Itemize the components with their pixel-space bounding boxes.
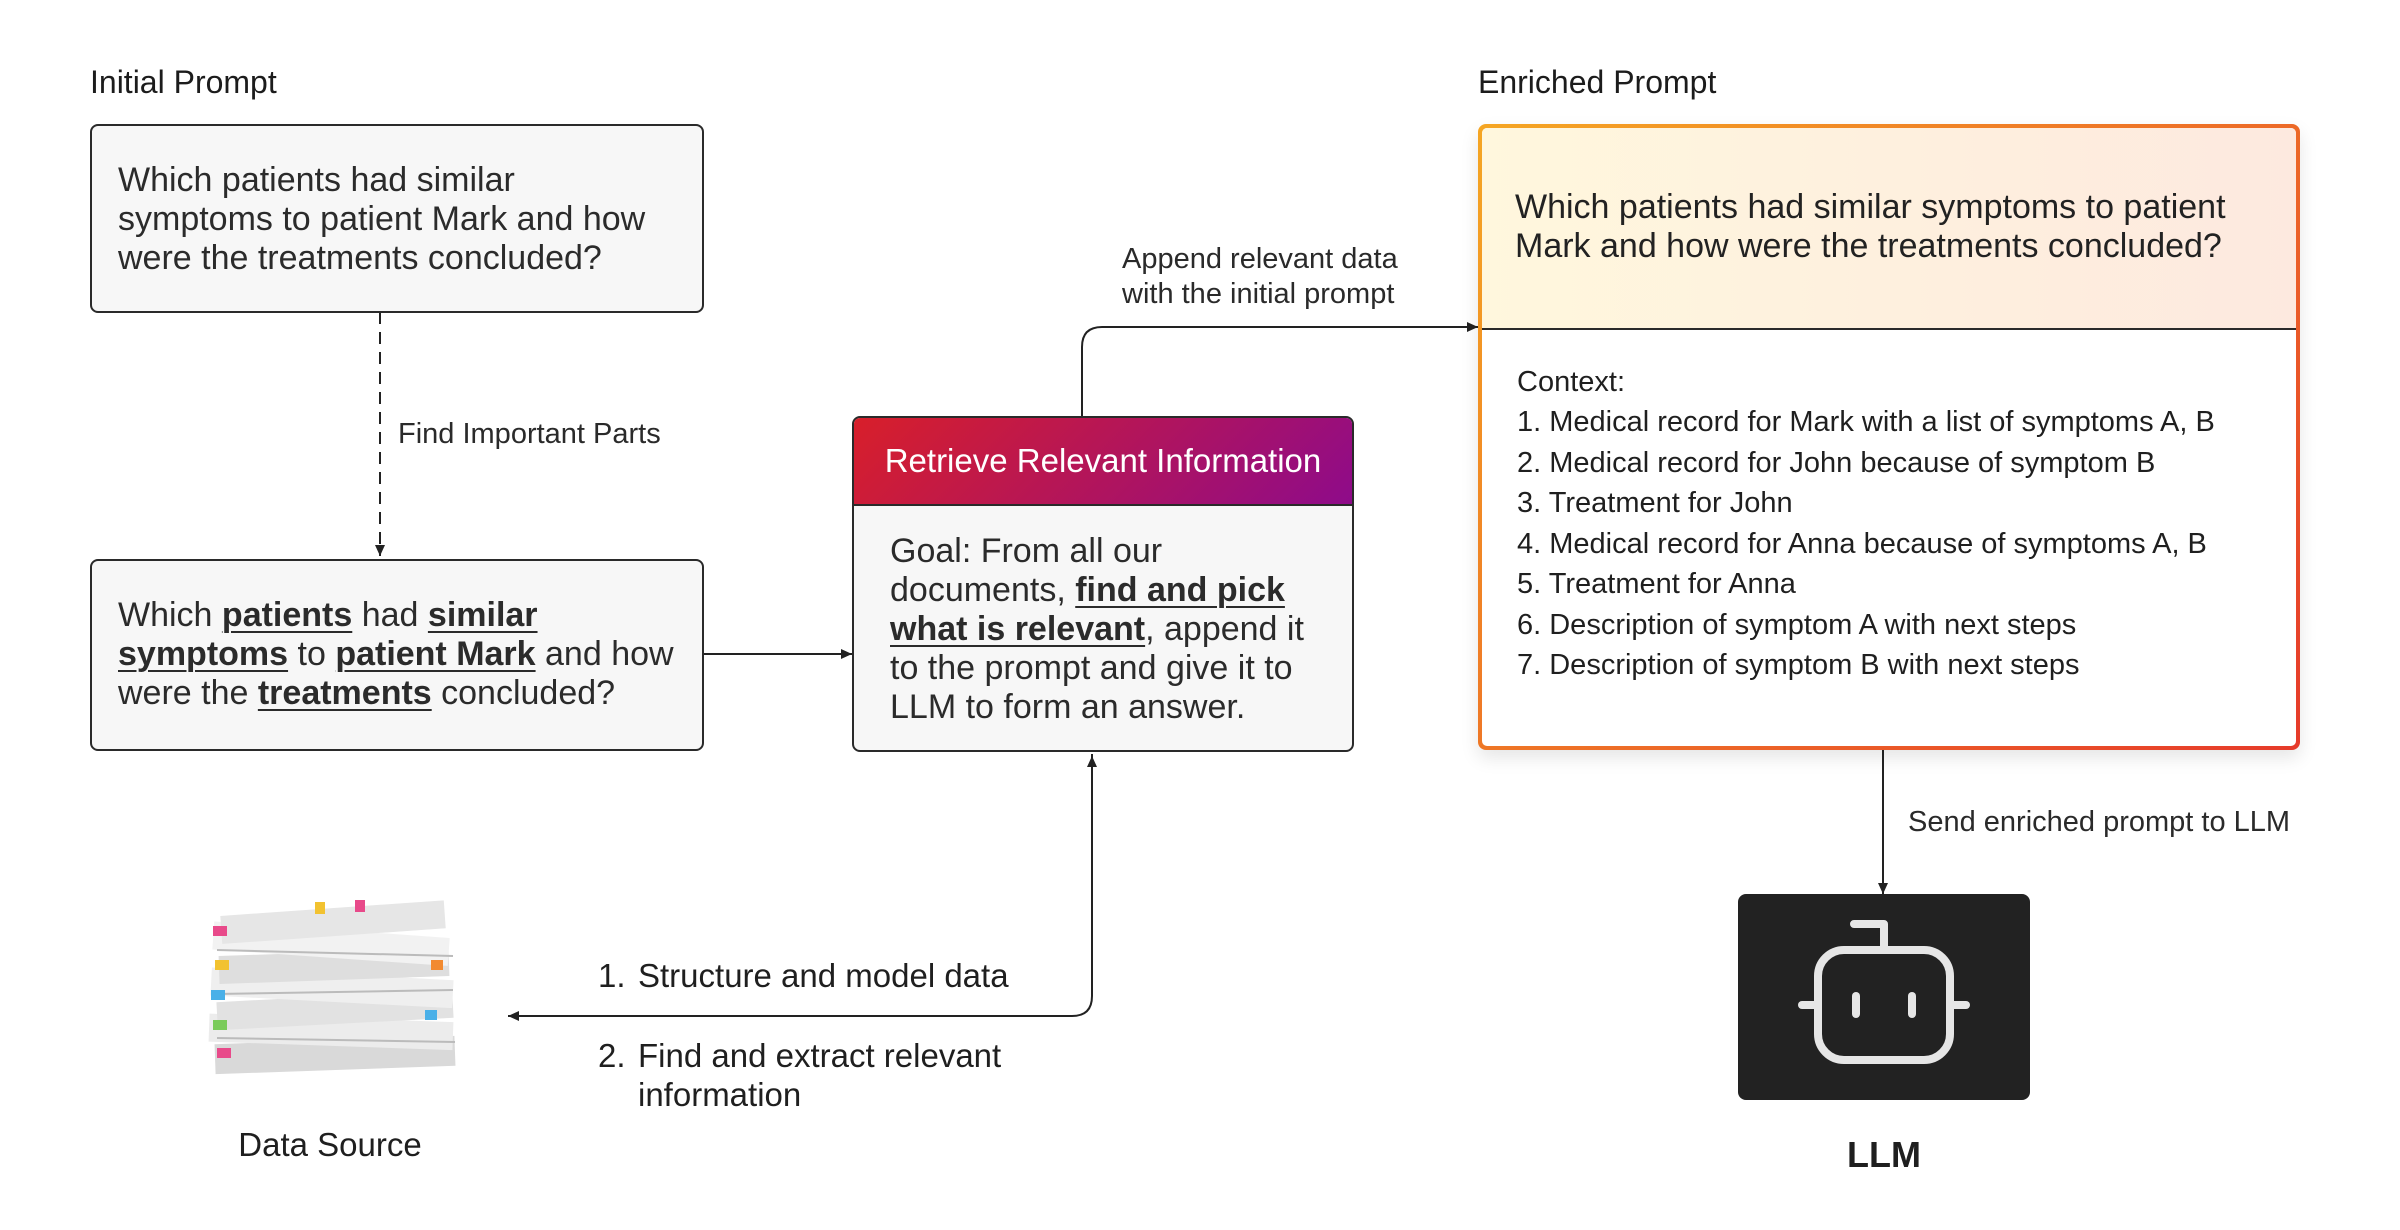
step-2: 2. Find and extract relevant information [598,1036,1068,1114]
highlighted-prompt-box: Which patients had similar symptoms to p… [90,559,704,751]
initial-prompt-box: Which patients had similar symptoms to p… [90,124,704,313]
context-item: 1. Medical record for Mark with a list o… [1517,406,2215,438]
enriched-question-area: Which patients had similar symptoms to p… [1482,128,2296,330]
highlighted-prompt-text: Which patients had similar symptoms to p… [118,596,688,713]
keyword-treatments: treatments [257,674,432,712]
hl-text-2: had [352,596,428,634]
retrieve-title: Retrieve Relevant Information [884,442,1322,479]
context-item: 2. Medical record for John because of sy… [1517,446,2156,479]
enriched-prompt-heading: Enriched Prompt [1478,64,1717,100]
append-label: Append relevant data with the initial pr… [1122,242,1398,312]
hl-text-3: to [288,635,336,673]
goal-keyword: find and pick what is relevant [890,571,1285,648]
retrieve-goal-text: Goal: From all our documents, find and p… [890,532,1330,727]
enriched-prompt-box: Which patients had similar symptoms to p… [1478,124,2300,750]
keyword-patient-mark: patient Mark [335,635,536,673]
step-1-text: Structure and model data [638,957,1009,994]
keyword-similar-symptoms: similar symptoms [118,596,538,673]
append-arrow [1081,322,1478,416]
goal-text-1: Goal: From all our documents, [890,532,1163,609]
send-to-llm-label: Send enriched prompt to LLM [1908,806,2291,838]
context-title: Context: [1517,366,1625,398]
keyword-patients: patients [221,596,353,634]
step-2-text: Find and extract relevant information [638,1037,1002,1113]
robot-icon [1798,920,1970,1064]
context-item: 6. Description of symptom A with next st… [1517,608,2077,641]
hl-text-5: concluded? [431,674,616,712]
append-label-line-2: with the initial prompt [1122,278,1395,310]
hl-text-4: and how were the [118,635,674,712]
data-source-label: Data Source [238,1126,422,1163]
find-parts-label: Find Important Parts [398,418,661,450]
document-stack-icon [208,900,456,1075]
data-source-arrow [508,754,1093,1021]
context-item: 5. Treatment for Anna [1517,568,1796,600]
retrieve-header: Retrieve Relevant Information [854,418,1352,506]
goal-text-2: , append it to the prompt and give it to… [890,610,1304,726]
llm-box [1738,894,2030,1100]
context-list: 1. Medical record for Mark with a list o… [1517,402,2277,686]
hl-text-1: Which [118,596,222,634]
context-item: 7. Description of symptom B with next st… [1517,649,2080,681]
step-1-number: 1. [598,957,626,994]
context-item: 3. Treatment for John [1517,487,1793,519]
initial-prompt-heading: Initial Prompt [90,64,277,100]
enriched-question-text: Which patients had similar symptoms to p… [1515,188,2226,265]
context-item: 4. Medical record for Anna because of sy… [1517,527,2207,560]
step-1: 1. Structure and model data [598,956,1009,995]
initial-prompt-text: Which patients had similar symptoms to p… [118,161,646,277]
step-2-number: 2. [598,1037,626,1074]
retrieve-box: Retrieve Relevant Information Goal: From… [852,416,1354,752]
append-label-line-1: Append relevant data [1122,243,1398,275]
llm-label: LLM [1847,1134,1921,1175]
